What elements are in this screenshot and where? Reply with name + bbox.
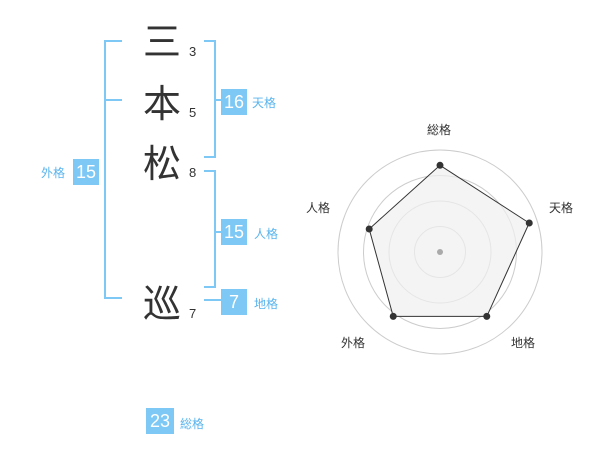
jinkaku-value-badge: 15 [221, 219, 247, 245]
soukaku-value-badge: 23 [146, 408, 174, 434]
gaikaku-bracket-top [104, 40, 122, 42]
name-char-4: 巡 [143, 282, 182, 326]
chikaku-value-badge: 7 [221, 289, 247, 315]
chikaku-connector [204, 299, 222, 301]
gaikaku-bracket-mid [104, 99, 122, 101]
jinkaku-bracket-tick [214, 231, 222, 233]
stroke-count-4: 7 [189, 306, 197, 321]
name-char-3: 松 [143, 142, 182, 186]
tenkaku-label: 天格 [252, 96, 277, 110]
radar-label-soukaku: 総格 [427, 123, 452, 137]
name-char-1: 三 [143, 20, 182, 64]
jinkaku-bracket-vertical [214, 170, 216, 288]
stroke-count-2: 5 [189, 105, 197, 120]
radar-point-4 [389, 312, 397, 320]
radar-label-tenkaku: 天格 [549, 201, 574, 215]
gaikaku-bracket-bottom [104, 297, 122, 299]
jinkaku-bracket-top [204, 170, 216, 172]
radar-label-chikaku: 地格 [511, 336, 536, 350]
radar-points [365, 161, 533, 320]
radar-point-2 [525, 219, 533, 227]
stroke-count-3: 8 [189, 165, 197, 180]
gaikaku-label: 外格 [41, 166, 66, 180]
gaikaku-value-badge: 15 [73, 159, 99, 185]
radar-point-3 [483, 312, 491, 320]
chikaku-label: 地格 [254, 297, 279, 311]
tenkaku-bracket-bottom [204, 156, 216, 158]
radar-label-jinkaku: 人格 [306, 201, 331, 215]
name-char-2: 本 [143, 82, 182, 126]
radar-point-5 [365, 225, 373, 233]
radar-label-gaikaku: 外格 [341, 336, 366, 350]
radar-center-dot [437, 249, 443, 255]
soukaku-label: 総格 [180, 417, 205, 431]
radar-point-1 [436, 161, 444, 169]
tenkaku-bracket-tick [214, 99, 222, 101]
gaikaku-bracket-vertical [104, 40, 106, 299]
jinkaku-bracket-bottom [204, 286, 216, 288]
tenkaku-value-badge: 16 [221, 89, 247, 115]
tenkaku-bracket-top [204, 40, 216, 42]
stroke-count-1: 3 [189, 44, 197, 59]
radar-ring-4 [337, 149, 543, 355]
jinkaku-label: 人格 [254, 227, 279, 241]
radar-polygon [368, 164, 530, 317]
